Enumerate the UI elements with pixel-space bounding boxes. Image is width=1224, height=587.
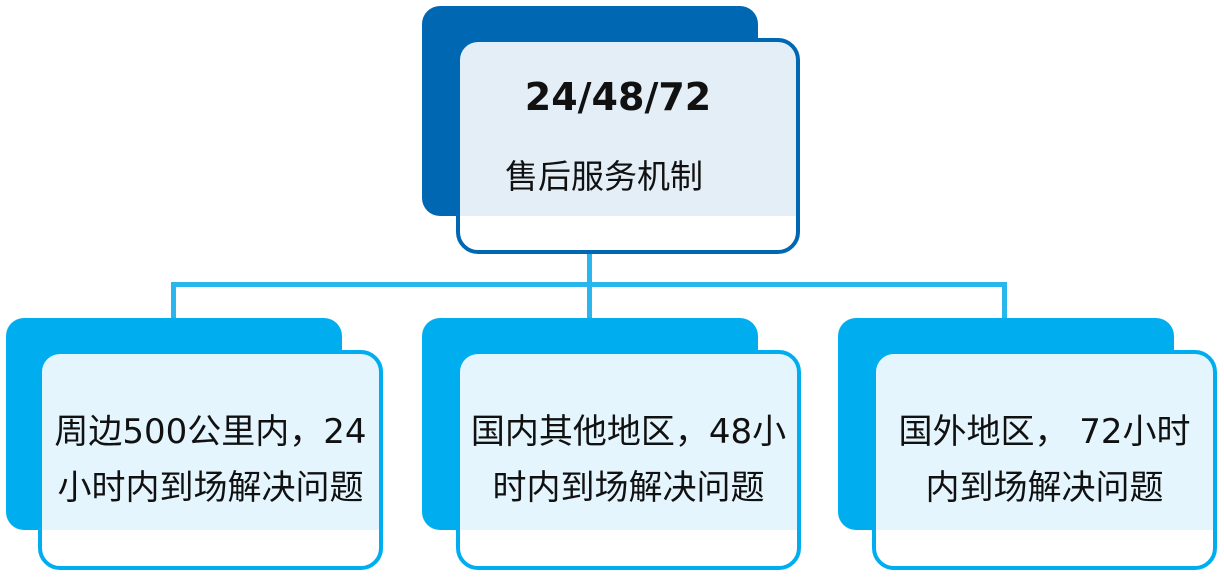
branch-node-3: 国外地区， 72小时内到场解决问题 — [872, 350, 1217, 570]
top-node-title: 24/48/72 — [524, 75, 712, 119]
top-node-subtitle: 售后服务机制 — [505, 157, 703, 196]
connector-drop-left — [171, 282, 176, 318]
branch-node-2: 国内其他地区，48小时内到场解决问题 — [456, 350, 801, 570]
connector-drop-middle — [587, 282, 592, 318]
top-node: 24/48/72 售后服务机制 — [456, 38, 800, 254]
branch-node-1-text: 周边500公里内，24小时内到场解决问题 — [54, 412, 367, 508]
connector-drop-right — [1002, 282, 1007, 318]
branch-node-1: 周边500公里内，24小时内到场解决问题 — [38, 350, 383, 570]
branch-node-3-text: 国外地区， 72小时内到场解决问题 — [898, 412, 1191, 508]
branch-node-2-text: 国内其他地区，48小时内到场解决问题 — [470, 412, 787, 508]
